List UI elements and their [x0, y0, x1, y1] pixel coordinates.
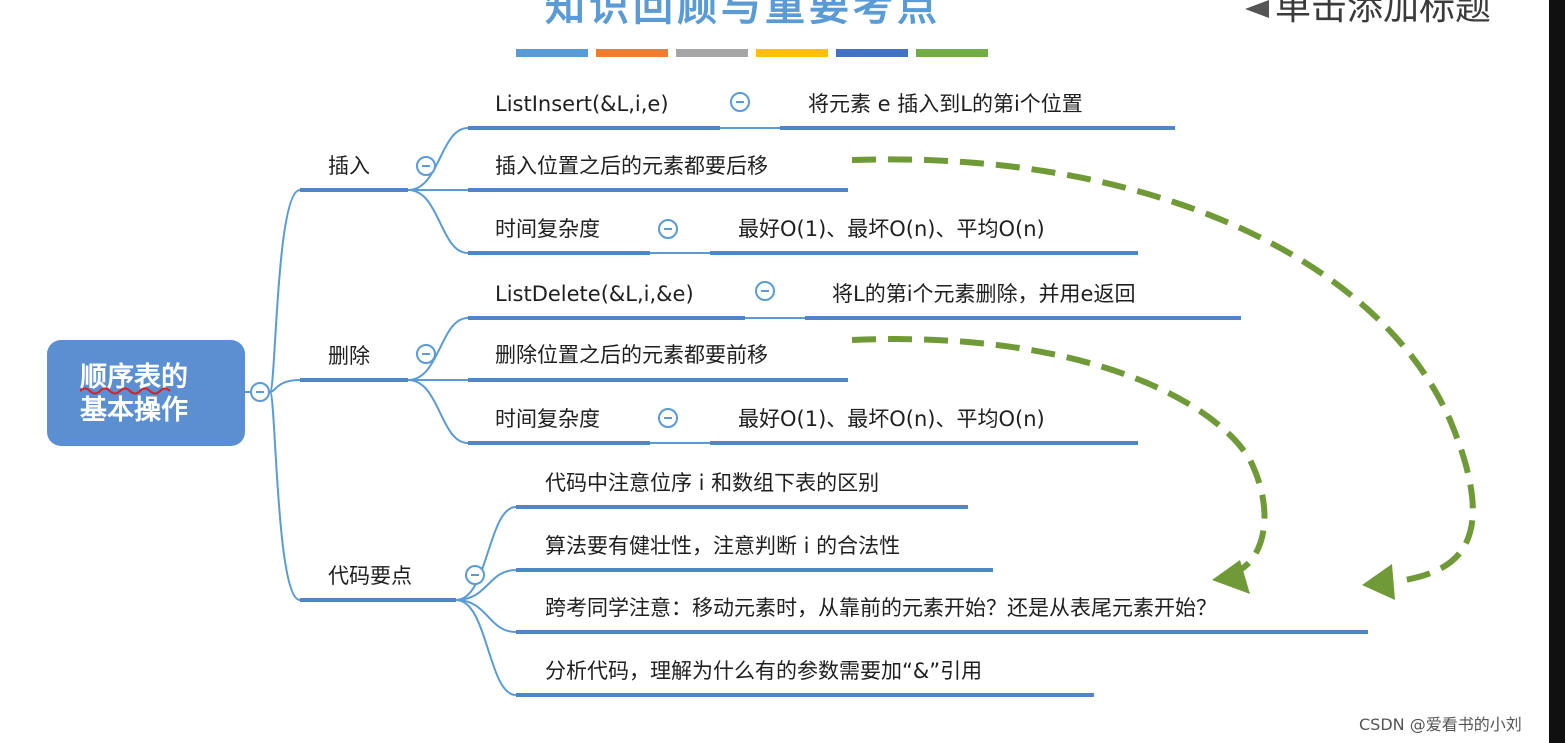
collapse-delete-icon[interactable]	[416, 344, 436, 364]
arrowhead-insert	[1362, 564, 1395, 600]
title-color-bar	[756, 49, 828, 57]
collapse-root-icon[interactable]	[250, 382, 270, 402]
title-color-bar	[516, 49, 588, 57]
code-tip[interactable]: 分析代码，理解为什么有的参数需要加“&”引用	[545, 659, 983, 683]
insert-api[interactable]: ListInsert(&L,i,e)	[495, 92, 669, 116]
collapse-delete-api-icon[interactable]	[755, 281, 775, 301]
code-tip[interactable]: 代码中注意位序 i 和数组下表的区别	[545, 471, 880, 495]
delete-note[interactable]: 删除位置之后的元素都要前移	[495, 343, 768, 367]
root-label-line1: 顺序表的	[80, 362, 188, 393]
delete-complexity[interactable]: 时间复杂度	[495, 407, 600, 431]
delete-complexity-desc[interactable]: 最好O(1)、最坏O(n)、平均O(n)	[738, 407, 1045, 431]
collapse-insert-api-icon[interactable]	[730, 92, 750, 112]
root-node[interactable]: 顺序表的 基本操作	[47, 340, 245, 446]
title-color-bar	[596, 49, 668, 57]
watermark: CSDN @爱看书的小刘	[1359, 715, 1522, 734]
code-tip[interactable]: 跨考同学注意：移动元素时，从靠前的元素开始？还是从表尾元素开始？	[545, 596, 1217, 620]
insert-note[interactable]: 插入位置之后的元素都要后移	[495, 154, 768, 178]
branch-insert[interactable]: 插入	[328, 154, 370, 178]
title-color-bar	[916, 49, 988, 57]
arrow-insert-shift	[851, 156, 1476, 583]
arrowhead-delete	[1212, 560, 1250, 594]
branch-code[interactable]: 代码要点	[328, 564, 412, 588]
delete-api[interactable]: ListDelete(&L,i,&e)	[495, 282, 694, 306]
collapse-code-icon[interactable]	[465, 565, 485, 585]
code-tip[interactable]: 算法要有健壮性，注意判断 i 的合法性	[545, 534, 901, 558]
arrow-delete-shift	[851, 336, 1268, 573]
collapse-delete-complexity-icon[interactable]	[658, 408, 678, 428]
insert-complexity[interactable]: 时间复杂度	[495, 217, 600, 241]
spellcheck-squiggle	[80, 387, 171, 395]
insert-complexity-desc[interactable]: 最好O(1)、最坏O(n)、平均O(n)	[738, 217, 1045, 241]
branch-delete[interactable]: 删除	[328, 344, 370, 368]
delete-api-desc[interactable]: 将L的第i个元素删除，并用e返回	[832, 282, 1136, 306]
window-edge	[1549, 0, 1565, 743]
collapse-insert-icon[interactable]	[416, 156, 436, 176]
title-color-bar	[676, 49, 748, 57]
collapse-insert-complexity-icon[interactable]	[658, 219, 678, 239]
insert-api-desc[interactable]: 将元素 e 插入到L的第i个位置	[808, 92, 1083, 116]
top-right-title: 单击添加标题	[1245, 0, 1491, 30]
root-label-line2: 基本操作	[80, 395, 188, 426]
page-title: 知识回顾与重要考点	[545, 0, 941, 30]
title-color-bar	[836, 49, 908, 57]
